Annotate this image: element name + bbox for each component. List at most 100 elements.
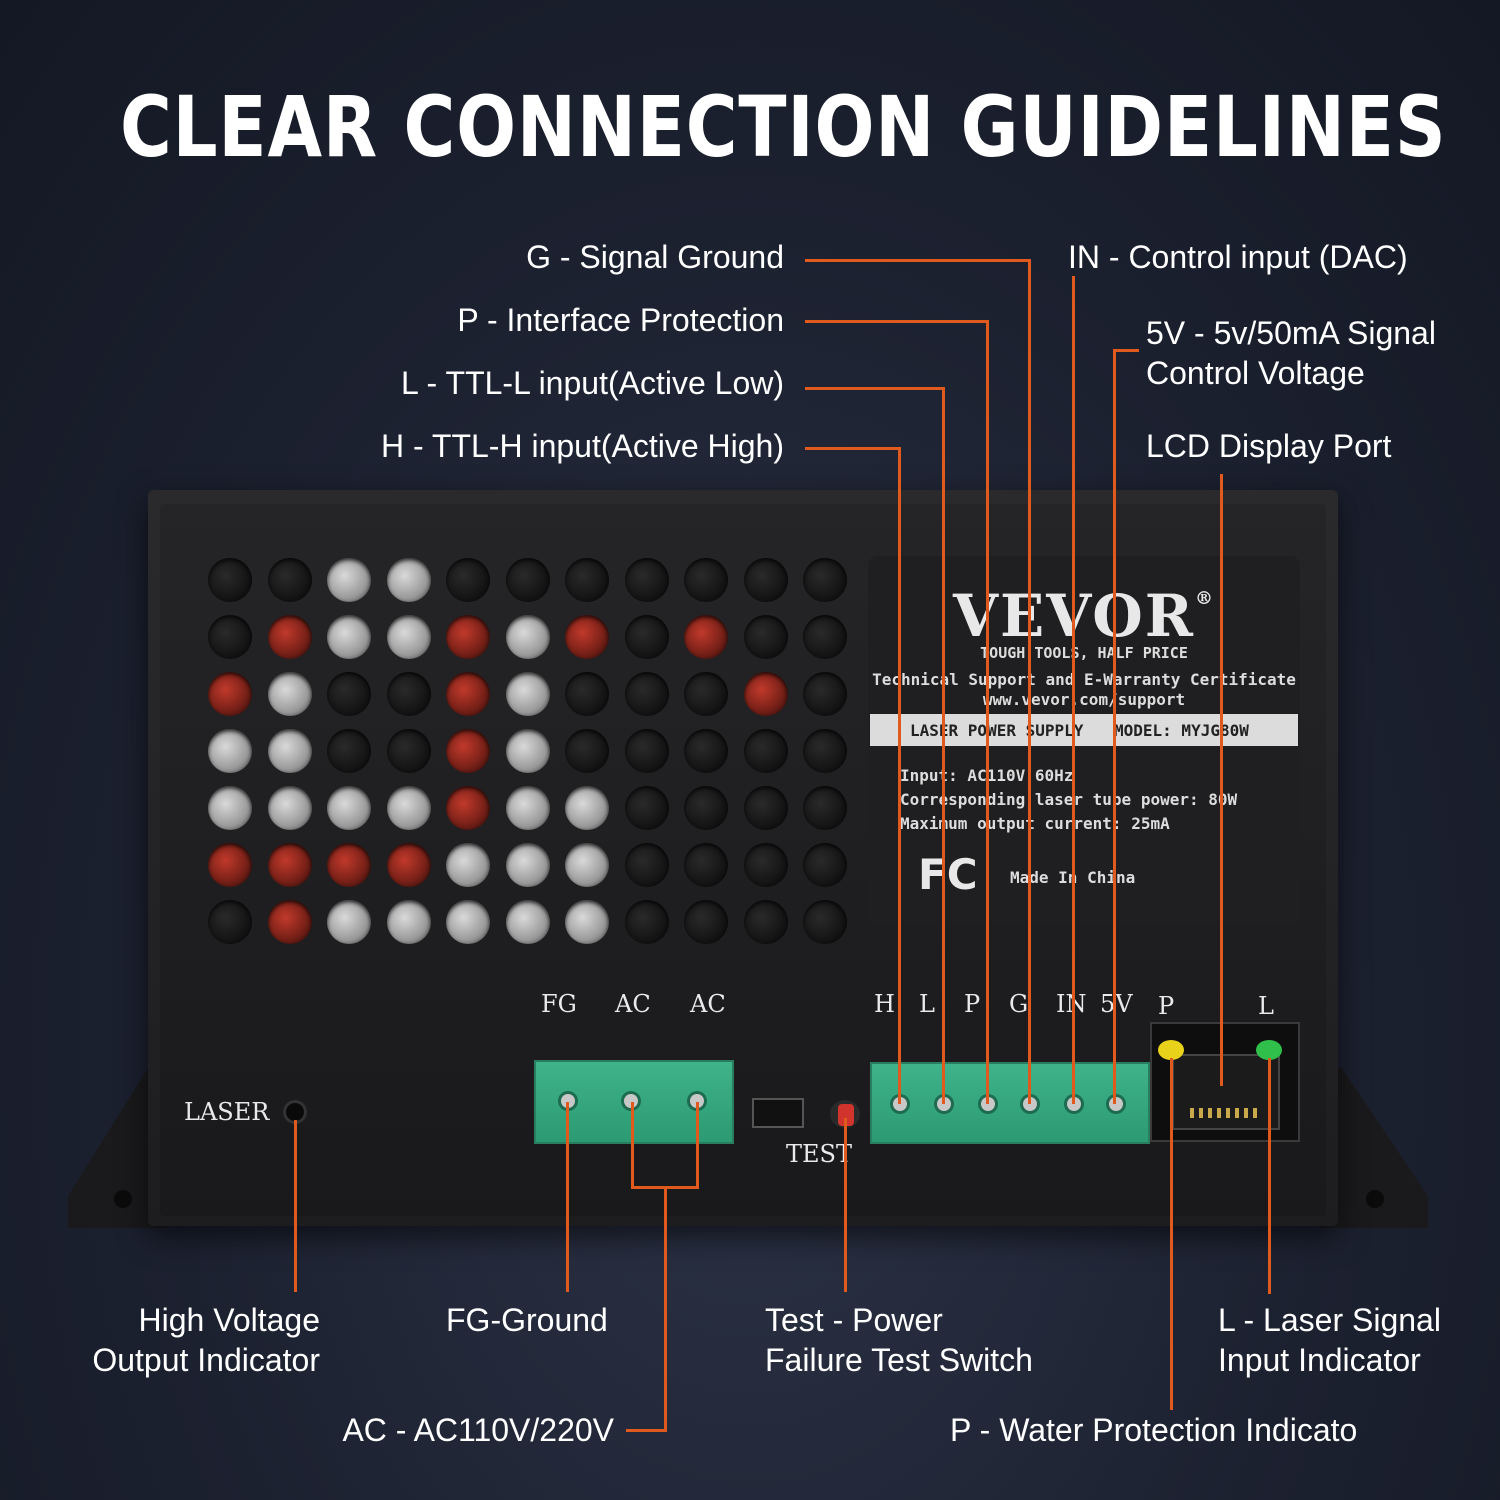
screw-g[interactable]	[1023, 1097, 1037, 1111]
vent-hole	[267, 786, 312, 830]
vent-hole	[743, 672, 788, 716]
vent-hole	[327, 615, 371, 659]
leader-laser-vertical	[294, 1120, 297, 1292]
port-led-label-l: L	[1258, 992, 1274, 1020]
vent-hole	[743, 843, 788, 887]
vent-hole	[327, 672, 371, 716]
vent-hole	[267, 672, 312, 716]
rj45-contacts	[1190, 1108, 1258, 1118]
vent-hole	[505, 729, 550, 773]
vent-hole	[267, 843, 312, 887]
fcc-logo: FC	[918, 850, 978, 899]
rj45-socket	[1172, 1054, 1280, 1130]
vent-hole	[684, 558, 728, 602]
pin-label-g: G	[1009, 990, 1029, 1018]
slide-switch[interactable]	[752, 1098, 804, 1128]
leader-fg-vertical	[566, 1102, 569, 1292]
screw-h[interactable]	[893, 1097, 907, 1111]
vent-hole	[565, 729, 609, 773]
vent-hole	[446, 615, 490, 659]
laser-indicator-label: LASER	[184, 1098, 270, 1126]
callout-l-line1: L - Laser Signal	[1218, 1302, 1441, 1338]
vent-hole	[386, 843, 431, 887]
screw-l[interactable]	[937, 1097, 951, 1111]
support-line1: Technical Support and E-Warranty Certifi…	[872, 670, 1296, 689]
model-number: MODEL: MYJG80W	[1114, 721, 1249, 740]
screw-5v[interactable]	[1109, 1097, 1123, 1111]
callout-water-protection: P - Water Protection Indicato	[950, 1412, 1358, 1448]
vent-hole	[327, 786, 371, 830]
vent-hole	[327, 558, 371, 602]
vent-hole	[803, 900, 847, 944]
vent-hole	[624, 615, 669, 659]
vent-hole	[446, 672, 490, 716]
leader-l-vertical	[942, 387, 945, 1104]
callout-hv-line1: High Voltage	[138, 1302, 320, 1338]
vent-hole	[624, 672, 669, 716]
vent-hole	[505, 843, 550, 887]
callout-ac: AC - AC110V/220V	[342, 1412, 614, 1448]
leader-ac2-vertical	[696, 1102, 699, 1188]
pin-label-fg: FG	[541, 990, 577, 1018]
vent-hole	[208, 786, 252, 830]
vent-hole	[505, 672, 550, 716]
screw-p[interactable]	[981, 1097, 995, 1111]
screw-fg[interactable]	[561, 1094, 575, 1108]
pin-label-in: IN	[1056, 990, 1086, 1018]
vent-hole	[684, 672, 728, 716]
vent-hole	[386, 558, 431, 602]
vent-hole	[565, 900, 609, 944]
ventilation-grille	[208, 558, 858, 948]
callout-signal-ground: G - Signal Ground	[526, 239, 784, 275]
vent-hole	[624, 843, 669, 887]
callout-fg-ground: FG-Ground	[446, 1302, 608, 1338]
leader-g-horizontal	[805, 259, 1030, 262]
water-protection-led	[1158, 1040, 1184, 1060]
test-button[interactable]	[838, 1104, 854, 1126]
vent-hole	[803, 786, 847, 830]
vent-hole	[684, 843, 728, 887]
vent-hole	[446, 900, 490, 944]
vent-hole	[803, 615, 847, 659]
callout-5v-line1: 5V - 5v/50mA Signal	[1146, 315, 1436, 351]
brand-logo: VEVOR®	[868, 582, 1300, 650]
callout-control-input: IN - Control input (DAC)	[1068, 239, 1408, 275]
vent-hole	[624, 900, 669, 944]
screw-in[interactable]	[1067, 1097, 1081, 1111]
laser-signal-led	[1256, 1040, 1282, 1060]
vent-hole	[803, 843, 847, 887]
spec-power: Corresponding laser tube power: 80W	[900, 790, 1238, 809]
pin-label-ac2: AC	[690, 990, 726, 1018]
vent-hole	[505, 615, 550, 659]
support-line2: www.vevor.com/support	[982, 690, 1186, 709]
mount-hole-left	[114, 1190, 132, 1208]
leader-lcd-vertical	[1220, 474, 1223, 1086]
leader-5v-vertical	[1113, 349, 1116, 1104]
vent-hole	[327, 729, 371, 773]
vent-hole	[446, 786, 490, 830]
vent-hole	[386, 900, 431, 944]
leader-p-water-vertical	[1170, 1058, 1173, 1410]
vent-hole	[267, 729, 312, 773]
vent-hole	[386, 672, 431, 716]
screw-ac1[interactable]	[624, 1094, 638, 1108]
vent-hole	[743, 729, 788, 773]
brand-slogan: TOUGH TOOLS, HALF PRICE	[980, 644, 1188, 662]
vent-hole	[565, 843, 609, 887]
callout-ttl-l-input: L - TTL-L input(Active Low)	[401, 365, 784, 401]
leader-ac-vertical	[664, 1186, 667, 1432]
screw-ac2[interactable]	[690, 1094, 704, 1108]
leader-g-vertical	[1028, 259, 1031, 1104]
vent-hole	[208, 615, 252, 659]
vent-hole	[803, 672, 847, 716]
vent-hole	[267, 615, 312, 659]
registered-mark: ®	[1194, 588, 1215, 609]
leader-ac1-vertical	[631, 1102, 634, 1188]
vent-hole	[803, 558, 847, 602]
vent-hole	[743, 615, 788, 659]
callout-test-line2: Failure Test Switch	[765, 1342, 1033, 1378]
vent-hole	[386, 786, 431, 830]
signal-terminal-block[interactable]	[870, 1062, 1150, 1144]
pin-label-l: L	[919, 990, 935, 1018]
leader-ac-horizontal	[626, 1429, 667, 1432]
